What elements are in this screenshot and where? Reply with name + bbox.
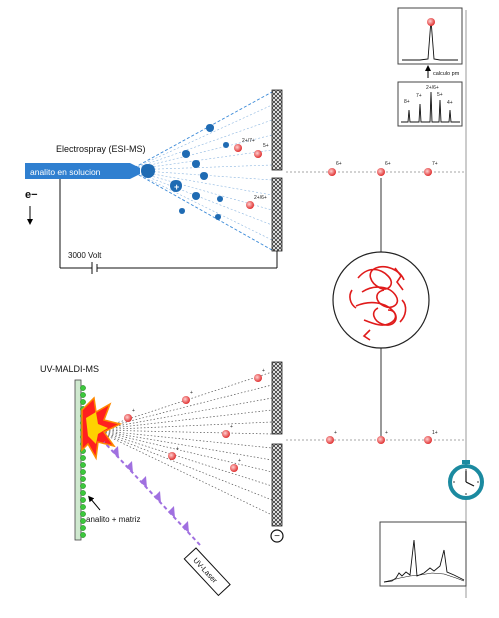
negative-sign: −: [274, 531, 280, 542]
droplet: [179, 208, 185, 214]
voltage-label: 3000 Volt: [68, 251, 102, 260]
uv-laser-box: UV-Laser: [183, 547, 231, 597]
esi-ion-label-2: 2+/6+: [254, 195, 267, 201]
peak-label-0: 8+: [404, 99, 410, 105]
spectrum-charge-states: 8+ 7+ 2+/6+ 5+ 4+: [397, 81, 463, 127]
esi-ion: [254, 150, 262, 158]
peak-label-4: 4+: [447, 100, 453, 106]
flight-label-0: 6+: [336, 161, 342, 167]
maldi-title: UV-MALDI-MS: [40, 364, 99, 374]
flight-ion: [326, 436, 334, 444]
flight-bottom-label-0: +: [334, 430, 337, 436]
protein-structure: [332, 251, 430, 349]
maldi-ion: [124, 414, 132, 422]
peak-label-3: 5+: [437, 92, 443, 98]
esi-capillary-tip: [130, 163, 140, 179]
flight-label-1: 6+: [385, 161, 391, 167]
maldi-ion: [168, 452, 176, 460]
esi-ion-label-1: 5+: [263, 143, 269, 149]
droplet: [223, 142, 229, 148]
esi-capillary: [25, 163, 130, 179]
calculo-label: calculo pm: [433, 71, 460, 77]
droplet: [192, 160, 200, 168]
maldi-grid-upper: [271, 361, 283, 435]
maldi-ion: [222, 430, 230, 438]
droplet: [215, 214, 221, 220]
maldi-ion-label-2: +: [262, 368, 265, 374]
maldi-ion-label-4: +: [176, 446, 179, 452]
maldi-ion-label-3: +: [230, 424, 233, 430]
droplet: [141, 164, 155, 178]
maldi-flight-path: + + 1+: [286, 430, 466, 444]
droplet: [170, 180, 182, 192]
esi-droplets: [141, 124, 229, 220]
esi-flight-path: 6+ 6+ 7+: [286, 161, 466, 176]
esi-section: Electrospray (ESI-MS) analito en solucio…: [25, 89, 283, 274]
esi-ions: [234, 144, 262, 209]
esi-title: Electrospray (ESI-MS): [56, 144, 146, 154]
plate-label: analito + matriz: [86, 515, 140, 524]
flight-ion: [377, 436, 385, 444]
esi-ion: [246, 201, 254, 209]
esi-capillary-label: analito en solucion: [30, 167, 101, 177]
esi-ion-label-0: 2+/7+: [242, 138, 255, 144]
peak-label-1: 7+: [416, 93, 422, 99]
droplet: [182, 150, 190, 158]
flight-bottom-label-1: +: [385, 430, 388, 436]
spectrum-maldi: [379, 521, 467, 587]
esi-grid-lower: [271, 177, 283, 252]
droplet: [192, 192, 200, 200]
flight-label-2: 7+: [432, 161, 438, 167]
maldi-ion-label-0: +: [132, 408, 135, 414]
maldi-sample-plate: [74, 379, 82, 541]
maldi-ion: [182, 396, 190, 404]
laser-burst-core: [86, 412, 108, 444]
spectrum-ion: [427, 18, 435, 26]
negative-electrode: [270, 529, 284, 543]
droplet: [200, 172, 208, 180]
maldi-trajectories: [94, 371, 273, 516]
protein-circle: [332, 251, 430, 349]
droplet-charge-plus: +: [174, 182, 179, 192]
flight-ion: [328, 168, 336, 176]
maldi-section: UV-MALDI-MS: [40, 361, 284, 597]
esi-grid-upper: [271, 89, 283, 171]
maldi-grid-lower: [271, 443, 283, 527]
esi-circuit: [59, 179, 278, 274]
electron-label: e−: [25, 189, 38, 201]
flight-bottom-label-2: 1+: [432, 430, 438, 436]
flight-ion: [424, 168, 432, 176]
esi-spray-cone: [129, 91, 273, 251]
maldi-ion-label-1: +: [190, 390, 193, 396]
laser-arrows: [112, 446, 189, 533]
droplet: [217, 196, 223, 202]
maldi-ion-label-5: +: [238, 458, 241, 464]
maldi-ion: [230, 464, 238, 472]
spectrum-single-peak: calculo pm: [397, 7, 463, 78]
protein-ribbon: [349, 265, 407, 341]
plate-pointer-arrow: [88, 495, 101, 511]
maldi-ions: [124, 374, 262, 472]
esi-field-lines: [129, 104, 273, 241]
stopwatch-icon: [448, 460, 484, 500]
droplet: [206, 124, 214, 132]
esi-ion: [234, 144, 242, 152]
peak-label-2: 2+/6+: [426, 85, 439, 91]
flight-ion: [377, 168, 385, 176]
flight-ion: [424, 436, 432, 444]
maldi-ion: [254, 374, 262, 382]
